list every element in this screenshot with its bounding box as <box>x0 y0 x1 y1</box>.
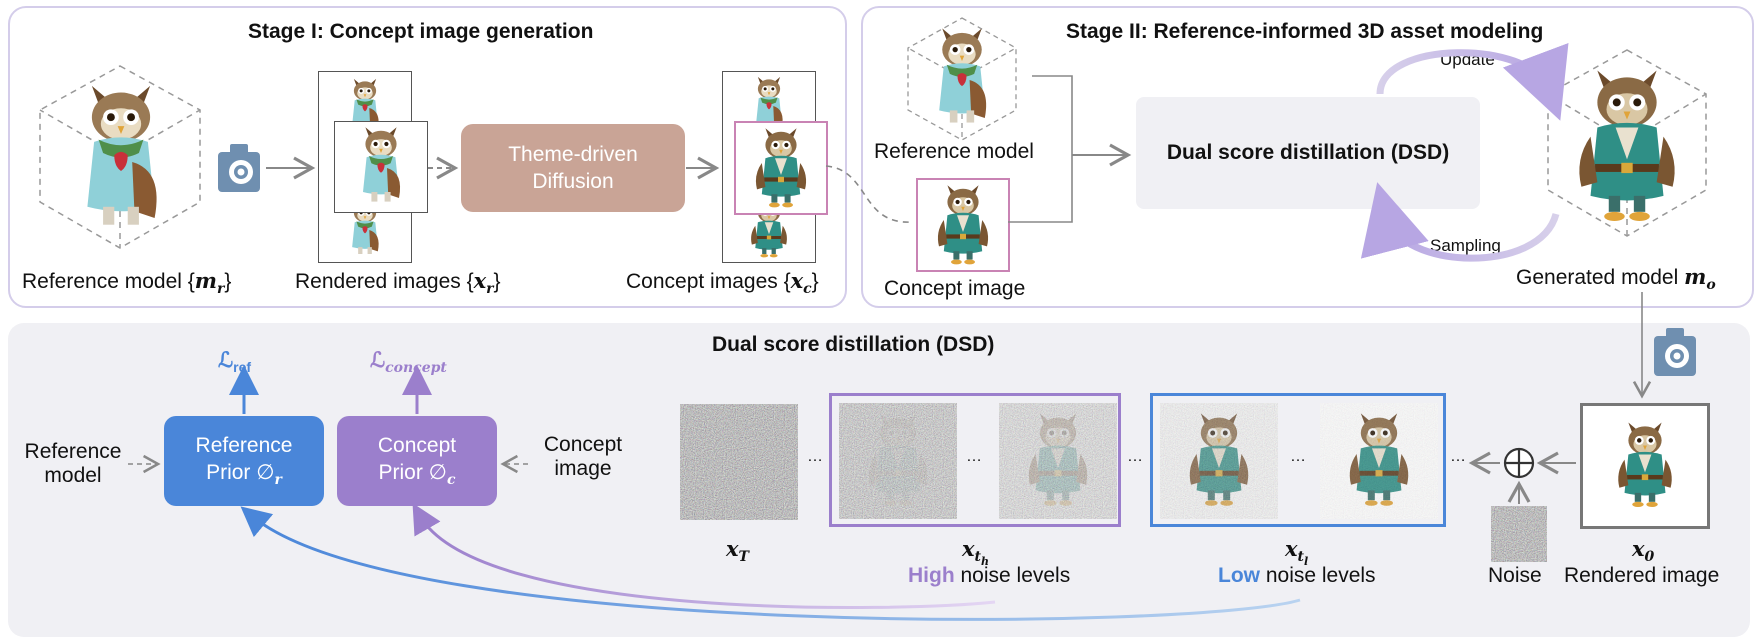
dsd-title: Dual score distillation (DSD) <box>712 333 995 356</box>
xT-label: xT <box>726 536 749 566</box>
sampling-label: Sampling <box>1430 236 1501 255</box>
noise-image-low-2 <box>1320 403 1438 519</box>
reference-model-cube <box>39 65 201 249</box>
xth-label: xth <box>962 536 989 568</box>
ellipsis-4: … <box>1290 448 1306 465</box>
x0-label: x0 <box>1632 536 1655 566</box>
noise-image-low-1 <box>1160 403 1278 519</box>
rendered-images-label: Rendered images {xr} <box>295 268 501 298</box>
ellipsis-5: … <box>1450 448 1466 465</box>
ellipsis-1: … <box>807 448 823 465</box>
stage1-title: Stage I: Concept image generation <box>248 20 594 43</box>
stage2-title: Stage II: Reference-informed 3D asset mo… <box>1066 20 1544 43</box>
stage2-reference-label: Reference model <box>874 140 1034 163</box>
low-noise-label: Low noise levels <box>1218 564 1376 587</box>
noise-image-xT <box>680 404 798 520</box>
high-noise-frame <box>829 393 1121 527</box>
reference-model-label: Reference model {mr} <box>22 268 232 298</box>
ellipsis-2: … <box>966 448 982 465</box>
ellipsis-3: … <box>1127 448 1143 465</box>
stage2-concept-label: Concept image <box>884 277 1026 300</box>
concept-image-front <box>734 121 828 215</box>
low-noise-frame <box>1150 393 1446 527</box>
camera-icon-bottom <box>1654 328 1696 376</box>
camera-icon <box>218 144 260 192</box>
noise-image-high-2 <box>999 403 1117 519</box>
stage2-reference-cube <box>907 17 1017 141</box>
stage2-concept-image <box>916 178 1010 272</box>
high-noise-label: High noise levels <box>908 564 1071 587</box>
generated-model-label: Generated model mo <box>1516 264 1716 294</box>
rendered-image-x0 <box>1580 403 1710 529</box>
rendered-image-front <box>334 121 428 213</box>
noise-label: Noise <box>1488 564 1542 587</box>
concept-images-label: Concept images {xc} <box>626 268 819 298</box>
noise-small-image <box>1491 506 1547 562</box>
rendered-image-label: Rendered image <box>1564 564 1720 587</box>
plus-circle-icon <box>1503 447 1535 479</box>
noise-image-high-1 <box>839 403 957 519</box>
xtl-label: xtl <box>1285 536 1309 568</box>
